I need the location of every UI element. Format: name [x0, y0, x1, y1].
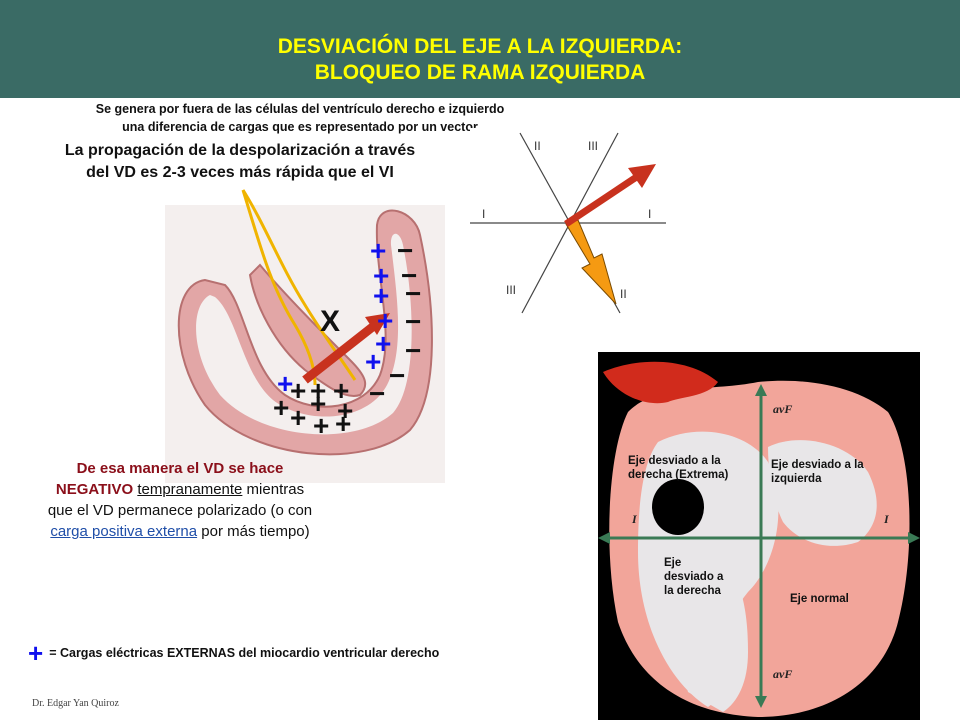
left-deviation-vector-head — [628, 164, 656, 188]
heart-septum-white — [768, 440, 877, 546]
explanation-line3: que el VD permanece polarizado (o con — [47, 502, 313, 519]
axis-label-I-left: I — [632, 512, 637, 526]
minus-sign: − — [405, 278, 421, 309]
early-word: tempranamente — [137, 481, 243, 498]
plus-sign-black: + — [333, 375, 349, 406]
plus-sign: + — [373, 280, 389, 311]
propagation-line2: del VD es 2-3 veces más rápida que el VI — [86, 164, 394, 181]
legend-plus-symbol: + — [28, 638, 44, 668]
minus-sign: − — [369, 378, 385, 409]
plus-sign: + — [373, 260, 389, 291]
negative-word: NEGATIVO — [55, 481, 134, 498]
explanation-line4-rest: por más tiempo) — [197, 523, 310, 540]
ventricle-diagram: X + + + + + + + − − − − − − − + + + + + … — [165, 189, 445, 483]
label-II-bottom: II — [620, 287, 627, 301]
plus-sign-black: + — [290, 402, 306, 433]
explanation-line2-rest: mientras — [242, 481, 305, 498]
page-title-line2: BLOQUEO DE RAMA IZQUIERDA — [314, 61, 646, 84]
label-I-left: I — [482, 207, 485, 221]
quadrant-label-left-deviation: Eje desviado a la izquierda — [771, 459, 864, 485]
plus-sign: + — [365, 346, 381, 377]
quadrant-label-right-deviation: Eje desviado a la derecha — [664, 557, 724, 597]
author-credit: Dr. Edgar Yan Quiroz — [32, 698, 119, 709]
label-III-top: III — [588, 139, 598, 153]
avF-axis-arrow-top — [755, 384, 767, 396]
axis-label-avF-top: avF — [773, 402, 793, 416]
label-II-top: II — [534, 139, 541, 153]
conduction-bundle-left — [241, 189, 317, 386]
lead-I-arrow-right — [908, 532, 920, 544]
intro-text: Se genera por fuera de las células del v… — [20, 100, 580, 136]
legend: + = Cargas eléctricas EXTERNAS del miocar… — [28, 638, 439, 669]
quadrant-label-extreme-right: Eje desviado a la derecha (Extrema) — [628, 455, 729, 481]
minus-sign: − — [401, 260, 417, 291]
vessel-hole — [652, 479, 704, 535]
plus-sign: + — [375, 328, 391, 359]
heart-lower-chamber — [683, 552, 748, 712]
heart-axis-image — [598, 352, 920, 720]
aorta-red — [603, 361, 718, 404]
lead-I-arrow-left — [598, 532, 610, 544]
plus-sign: + — [370, 235, 386, 266]
explanation-line1: De esa manera el VD se hace — [76, 460, 284, 477]
block-mark: X — [320, 305, 340, 338]
label-I-right: I — [648, 207, 651, 221]
axis-label-avF-bottom: avF — [773, 667, 793, 681]
plus-sign-black: + — [337, 395, 353, 426]
positive-charge-link[interactable]: carga positiva externa — [50, 523, 198, 540]
plus-sign-black: + — [273, 392, 289, 423]
intro-line1: Se genera por fuera de las células del v… — [95, 102, 505, 116]
intro-line2: una diferencia de cargas que es represen… — [122, 120, 478, 134]
minus-sign: − — [389, 360, 405, 391]
plus-sign-black: + — [310, 388, 326, 419]
left-ventricle-cavity — [196, 233, 412, 435]
minus-sign: − — [405, 335, 421, 366]
avF-axis-arrow-bottom — [755, 696, 767, 708]
depolarization-vector-shaft — [302, 321, 378, 384]
plus-sign-black: + — [335, 408, 351, 439]
legend-text: = Cargas eléctricas EXTERNAS del miocard… — [49, 646, 440, 660]
plus-sign-black: + — [290, 375, 306, 406]
plus-sign-black: + — [310, 375, 326, 406]
plus-sign: + — [377, 305, 393, 336]
minus-sign: − — [397, 235, 413, 266]
plus-sign-black: + — [313, 410, 329, 441]
left-deviation-vector-shaft — [564, 173, 640, 227]
propagation-text: La propagación de la despolarización a t… — [20, 140, 460, 184]
label-III-bottom: III — [506, 283, 516, 297]
axis-label-I-right: I — [884, 512, 889, 526]
minus-sign: − — [405, 306, 421, 337]
quadrant-label-normal: Eje normal — [790, 593, 849, 605]
hexaxial-diagram: I I II III III II — [470, 128, 670, 318]
explanation-text: De esa manera el VD se hace NEGATIVO tem… — [0, 458, 360, 542]
page-title-line1: DESVIACIÓN DEL EJE A LA IZQUIERDA: — [277, 35, 683, 58]
title-banner — [0, 0, 960, 98]
plus-sign: + — [277, 368, 293, 399]
propagation-line1: La propagación de la despolarización a t… — [64, 142, 416, 159]
normal-vector-arrow — [565, 219, 617, 305]
depolarization-vector-head — [365, 313, 390, 335]
